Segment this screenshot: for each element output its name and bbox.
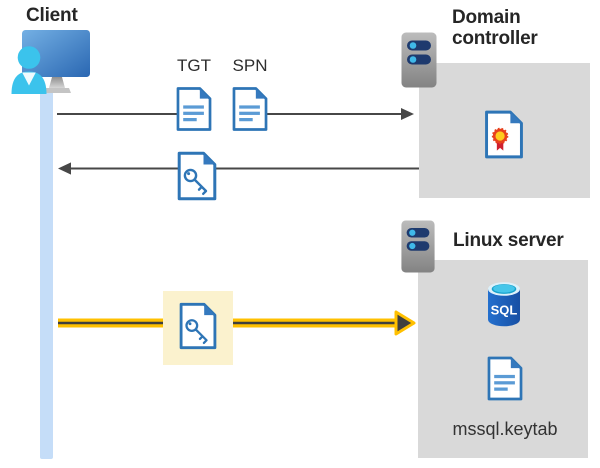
- spn-document-icon: [232, 86, 268, 132]
- client-label: Client: [26, 5, 78, 26]
- sql-database-icon: SQL: [488, 282, 520, 327]
- keytab-label: mssql.keytab: [452, 419, 558, 439]
- certificate-document-icon: [484, 110, 524, 159]
- sql-badge-text: SQL: [491, 303, 518, 318]
- linux-server-icon: [400, 219, 436, 274]
- spn-label: SPN: [232, 56, 268, 75]
- ticket-response-arrow: [58, 162, 419, 175]
- key-document-highlight-icon: [179, 302, 217, 350]
- user-at-monitor-icon: [11, 30, 90, 94]
- linux-server-label: Linux server: [453, 230, 564, 251]
- domain-controller-server-icon: [400, 31, 438, 89]
- tgt-label: TGT: [177, 56, 211, 75]
- keytab-document-icon: [487, 355, 523, 402]
- kerberos-auth-arrow: [58, 310, 416, 336]
- domain-controller-label: Domain controller: [452, 7, 538, 49]
- key-document-icon: [177, 151, 217, 201]
- client-lifeline: [40, 91, 53, 459]
- tgt-document-icon: [176, 86, 212, 132]
